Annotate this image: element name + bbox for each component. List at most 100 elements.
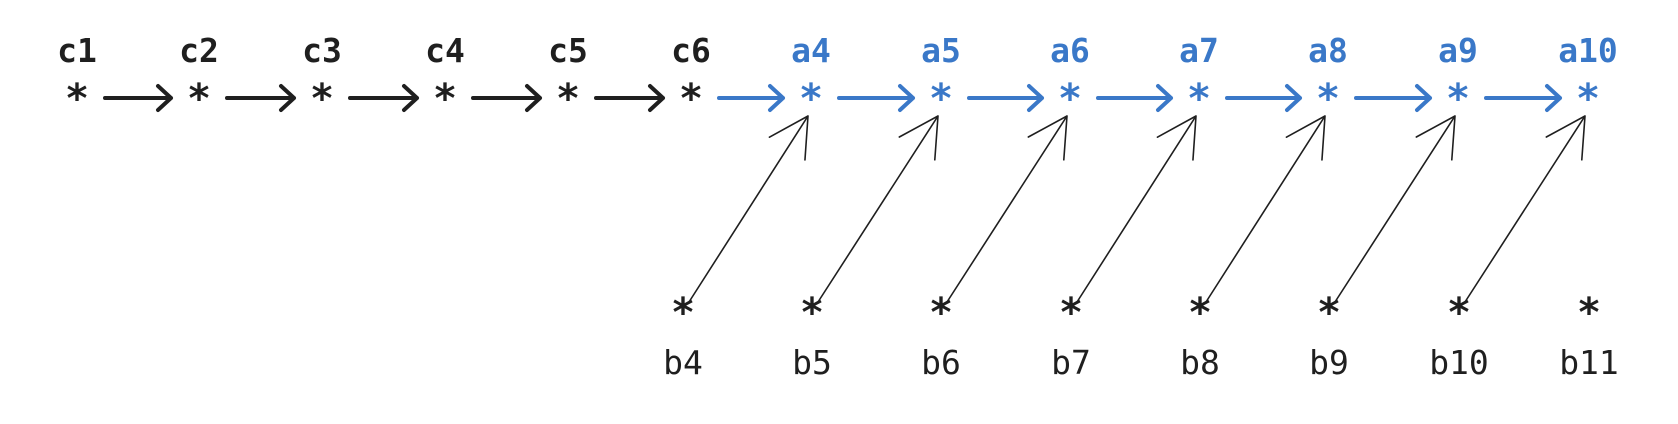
node-label: a10 — [1558, 31, 1618, 70]
node-a6: * a6 — [1050, 31, 1090, 122]
node-c4: * c4 — [425, 31, 465, 122]
node-marker: * — [800, 290, 824, 336]
arrow-line — [1205, 115, 1326, 303]
node-marker: * — [1577, 290, 1601, 336]
node-c5: * c5 — [548, 31, 588, 122]
node-marker: * — [310, 76, 334, 122]
edge-a9-a10 — [1484, 84, 1562, 112]
node-b10: * b10 — [1429, 290, 1489, 382]
node-label: a7 — [1179, 31, 1219, 70]
arrow-line — [594, 84, 665, 112]
node-label: b7 — [1051, 343, 1091, 382]
node-c1: * c1 — [57, 31, 97, 122]
edge-c2-c3 — [225, 84, 296, 112]
node-b4: * b4 — [663, 290, 703, 382]
edge-a8-a9 — [1354, 84, 1432, 112]
node-marker: * — [929, 290, 953, 336]
edge-b5-a5 — [817, 115, 939, 303]
arrow-line — [1354, 84, 1432, 112]
node-label: c1 — [57, 31, 97, 70]
node-b8: * b8 — [1180, 290, 1220, 382]
node-b5: * b5 — [792, 290, 832, 382]
edge-b6-a6 — [946, 115, 1068, 303]
node-label: b10 — [1429, 343, 1489, 382]
node-marker: * — [679, 76, 703, 122]
edge-a7-a8 — [1225, 84, 1302, 112]
arrow-line — [1076, 115, 1197, 303]
edge-b8-a8 — [1205, 115, 1326, 303]
node-b7: * b7 — [1051, 290, 1091, 382]
node-label: b4 — [663, 343, 703, 382]
arrow-line — [1096, 84, 1173, 112]
node-label: a8 — [1308, 31, 1348, 70]
node-c3: * c3 — [302, 31, 342, 122]
edge-a4-a5 — [837, 84, 915, 112]
node-a10: * a10 — [1558, 31, 1618, 122]
arrow-line — [817, 115, 939, 303]
arrow-line — [348, 84, 419, 112]
node-marker: * — [65, 76, 89, 122]
edge-a6-a7 — [1096, 84, 1173, 112]
arrow-line — [967, 84, 1044, 112]
node-marker: * — [1576, 76, 1600, 122]
node-label: b11 — [1559, 343, 1619, 382]
node-marker: * — [433, 76, 457, 122]
node-label: b9 — [1309, 343, 1349, 382]
node-marker: * — [1187, 76, 1211, 122]
node-c6: * c6 — [671, 31, 711, 122]
arrow-line — [1484, 84, 1562, 112]
node-label: c3 — [302, 31, 342, 70]
node-marker: * — [929, 76, 953, 122]
node-marker: * — [671, 290, 695, 336]
edges-layer — [103, 84, 1586, 303]
nodes-layer: * c1 * c2 * c3 * c4 * c5 * c6 * a4 * a5 * a6 * a7 * a8 * a9 * a10… — [57, 31, 1619, 382]
node-label: a6 — [1050, 31, 1090, 70]
node-marker: * — [1316, 76, 1340, 122]
arrow-line — [1334, 115, 1456, 303]
arrow-line — [1464, 115, 1586, 303]
node-label: c4 — [425, 31, 465, 70]
edge-a5-a6 — [967, 84, 1044, 112]
node-b9: * b9 — [1309, 290, 1349, 382]
edge-b10-a10 — [1464, 115, 1586, 303]
arrow-line — [1225, 84, 1302, 112]
node-marker: * — [1317, 290, 1341, 336]
node-label: b5 — [792, 343, 832, 382]
arrow-line — [717, 84, 785, 112]
node-label: c6 — [671, 31, 711, 70]
node-b6: * b6 — [921, 290, 961, 382]
node-label: c5 — [548, 31, 588, 70]
arrow-line — [946, 115, 1068, 303]
arrow-line — [688, 115, 809, 303]
node-c2: * c2 — [179, 31, 219, 122]
node-marker: * — [799, 76, 823, 122]
arrow-line — [471, 84, 542, 112]
edge-c1-c2 — [103, 84, 173, 112]
node-marker: * — [187, 76, 211, 122]
node-a4: * a4 — [791, 31, 831, 122]
edge-c3-c4 — [348, 84, 419, 112]
node-marker: * — [1058, 76, 1082, 122]
node-a8: * a8 — [1308, 31, 1348, 122]
edge-c5-c6 — [594, 84, 665, 112]
arrow-line — [103, 84, 173, 112]
node-marker: * — [1059, 290, 1083, 336]
node-label: a4 — [791, 31, 831, 70]
node-label: a9 — [1438, 31, 1478, 70]
node-marker: * — [556, 76, 580, 122]
edge-c4-c5 — [471, 84, 542, 112]
node-label: b6 — [921, 343, 961, 382]
node-label: b8 — [1180, 343, 1220, 382]
edge-c6-a4 — [717, 84, 785, 112]
node-label: c2 — [179, 31, 219, 70]
node-marker: * — [1188, 290, 1212, 336]
arrow-line — [837, 84, 915, 112]
node-a7: * a7 — [1179, 31, 1219, 122]
node-label: a5 — [921, 31, 961, 70]
node-marker: * — [1446, 76, 1470, 122]
node-a9: * a9 — [1438, 31, 1478, 122]
node-marker: * — [1447, 290, 1471, 336]
arrow-line — [225, 84, 296, 112]
edge-b4-a4 — [688, 115, 809, 303]
